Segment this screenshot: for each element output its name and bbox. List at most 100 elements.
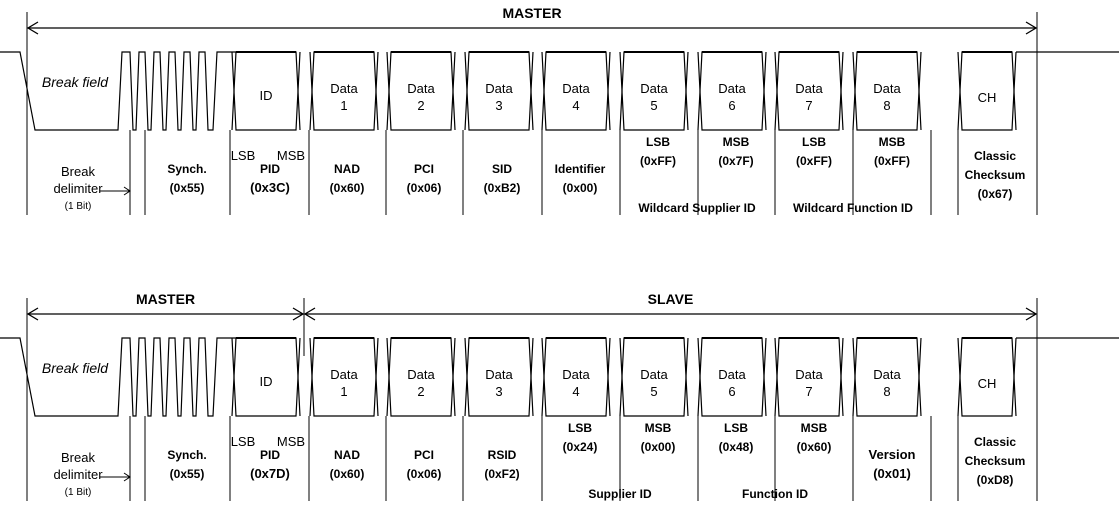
field-label: (0x00): [641, 440, 676, 454]
field-label: (0x55): [170, 181, 205, 195]
field-label: Identifier: [555, 162, 606, 176]
data-box-label: Data: [485, 367, 513, 382]
range-label: SLAVE: [648, 291, 694, 307]
data-byte-box-edge: [857, 337, 917, 339]
data-byte-box-edge: [314, 51, 374, 53]
field-label: (0x24): [563, 440, 598, 454]
field-label: (0xFF): [796, 154, 832, 168]
range-label: MASTER: [136, 291, 195, 307]
signal-waveform: [0, 337, 258, 417]
data-box-number: 2: [417, 98, 424, 113]
delimiter-arrow-head: [123, 472, 131, 482]
field-label: (0x06): [407, 467, 442, 481]
data-box-label: Data: [562, 367, 590, 382]
delimiter-label: Break: [61, 164, 95, 179]
field-label: (0x3C): [250, 180, 290, 195]
data-box-label: Data: [485, 81, 513, 96]
delimiter-label: Break: [61, 450, 95, 465]
data-byte-box-edge: [624, 51, 684, 53]
data-byte-box-edge: [314, 337, 374, 339]
data-box-label: Data: [562, 81, 590, 96]
field-label: MSB: [723, 135, 750, 149]
data-box-label: Data: [640, 367, 668, 382]
data-byte-box-edge: [857, 51, 917, 53]
data-box-number: 6: [728, 98, 735, 113]
group-label: Wildcard Supplier ID: [638, 201, 756, 215]
data-box-number: 8: [883, 384, 890, 399]
field-label: (0x7F): [718, 154, 753, 168]
field-label: LSB: [646, 135, 670, 149]
data-box-number: 5: [650, 98, 657, 113]
data-box-label: Data: [795, 367, 823, 382]
field-label: (0x48): [719, 440, 754, 454]
delimiter-label: (1 Bit): [65, 201, 92, 212]
data-byte-box-edge: [546, 51, 606, 53]
field-label: (0xFF): [874, 154, 910, 168]
field-label: Classic: [974, 435, 1016, 449]
data-byte-box-edge: [779, 51, 839, 53]
lsb-label: LSB: [231, 148, 256, 163]
field-label: SID: [492, 162, 512, 176]
checksum-box-label: CH: [978, 376, 997, 391]
delimiter-arrow-head: [123, 186, 131, 196]
data-box-number: 7: [805, 98, 812, 113]
data-box-number: 1: [340, 98, 347, 113]
field-label: Checksum: [965, 168, 1026, 182]
checksum-box-label: CH: [978, 90, 997, 105]
data-box-number: 3: [495, 98, 502, 113]
msb-label: MSB: [277, 434, 305, 449]
data-box-label: Data: [873, 367, 901, 382]
field-label: (0x67): [978, 187, 1013, 201]
field-label: (0x60): [797, 440, 832, 454]
data-byte-box-edge: [624, 337, 684, 339]
field-label: MSB: [801, 421, 828, 435]
data-box-number: 4: [572, 384, 579, 399]
id-label: ID: [260, 88, 273, 103]
field-label: NAD: [334, 448, 360, 462]
field-label: RSID: [488, 448, 517, 462]
range-arrow-head: [1025, 21, 1038, 35]
delimiter-label: delimiter: [53, 467, 103, 482]
data-box-number: 3: [495, 384, 502, 399]
delimiter-label: delimiter: [53, 181, 103, 196]
field-label: PCI: [414, 448, 434, 462]
field-label: PCI: [414, 162, 434, 176]
id-label: ID: [260, 374, 273, 389]
field-label: MSB: [645, 421, 672, 435]
data-box-label: Data: [330, 367, 358, 382]
field-label: (0xD8): [977, 473, 1014, 487]
data-box-number: 2: [417, 384, 424, 399]
field-label: LSB: [724, 421, 748, 435]
data-box-number: 7: [805, 384, 812, 399]
range-arrow-head: [26, 307, 39, 321]
checksum-byte-box-edge: [962, 51, 1012, 53]
field-label: (0x01): [873, 466, 911, 481]
range-label: MASTER: [502, 5, 561, 21]
field-label: Synch.: [167, 448, 206, 462]
field-label: (0xF2): [484, 467, 519, 481]
field-label: (0x7D): [250, 466, 290, 481]
data-box-number: 1: [340, 384, 347, 399]
group-label: Wildcard Function ID: [793, 201, 913, 215]
data-box-label: Data: [407, 81, 435, 96]
data-box-label: Data: [640, 81, 668, 96]
range-arrow-head: [303, 307, 316, 321]
data-box-number: 5: [650, 384, 657, 399]
field-label: PID: [260, 162, 280, 176]
data-byte-box-edge: [391, 337, 451, 339]
range-arrow-head: [292, 307, 305, 321]
range-arrow-head: [26, 21, 39, 35]
data-box-label: Data: [718, 81, 746, 96]
break-field-label: Break field: [42, 360, 109, 376]
break-field-label: Break field: [42, 74, 109, 90]
field-label: PID: [260, 448, 280, 462]
field-label: MSB: [879, 135, 906, 149]
field-label: LSB: [802, 135, 826, 149]
data-byte-box-edge: [702, 337, 762, 339]
field-label: (0x55): [170, 467, 205, 481]
field-label: (0x06): [407, 181, 442, 195]
field-label: (0x60): [330, 467, 365, 481]
msb-label: MSB: [277, 148, 305, 163]
